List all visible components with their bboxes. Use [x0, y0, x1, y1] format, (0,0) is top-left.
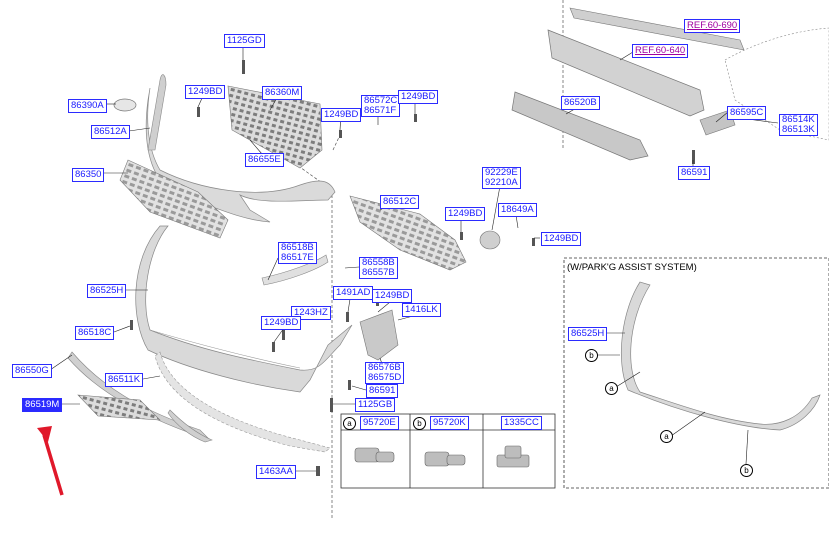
pointer-arrow-icon	[37, 426, 64, 496]
part-label-86518B-86517E[interactable]: 86518B 86517E	[278, 242, 317, 264]
part-code-86513K: 86513K	[782, 124, 815, 135]
part-label-86595C[interactable]: 86595C	[727, 106, 767, 120]
ref-label-60-690[interactable]: REF.60-690	[684, 19, 741, 33]
part-code-86514K: 86514K	[782, 114, 815, 125]
part-label-86525H[interactable]: 86525H	[87, 284, 127, 298]
part-code-86571F: 86571F	[364, 105, 397, 116]
park-assist-title: (W/PARK'G ASSIST SYSTEM)	[567, 262, 697, 273]
part-label-86518C[interactable]: 86518C	[75, 326, 115, 340]
legend-key-a: a	[343, 417, 356, 430]
part-label-18649A[interactable]: 18649A	[498, 203, 537, 217]
part-code-92229E: 92229E	[485, 167, 518, 178]
part-label-86550G[interactable]: 86550G	[12, 364, 52, 378]
part-label-86591[interactable]: 86591	[366, 384, 399, 398]
part-code-86557B: 86557B	[362, 267, 395, 278]
part-label-86360M[interactable]: 86360M	[262, 86, 303, 100]
part-code-86572C: 86572C	[364, 95, 398, 106]
part-label-86591[interactable]: 86591	[678, 166, 711, 180]
part-label-1491AD[interactable]: 1491AD	[333, 286, 374, 300]
part-label-86655E[interactable]: 86655E	[245, 153, 284, 167]
part-label-86514K-86513K[interactable]: 86514K 86513K	[779, 114, 818, 136]
legend-part-95720K[interactable]: 95720K	[430, 416, 469, 430]
part-label-86576B-86575D[interactable]: 86576B 86575D	[365, 362, 405, 384]
legend-part-95720E[interactable]: 95720E	[360, 416, 399, 430]
part-code-86576B: 86576B	[368, 362, 401, 373]
part-label-86519M-selected[interactable]: 86519M	[22, 398, 63, 412]
part-label-86520B[interactable]: 86520B	[561, 96, 600, 110]
part-label-1249BD[interactable]: 1249BD	[261, 316, 302, 330]
part-code-86575D: 86575D	[368, 372, 402, 383]
part-label-1249BD[interactable]: 1249BD	[185, 85, 226, 99]
part-label-1125GD[interactable]: 1125GD	[224, 34, 265, 48]
part-label-1249BD[interactable]: 1249BD	[541, 232, 582, 246]
legend-part-1335CC[interactable]: 1335CC	[501, 416, 542, 430]
part-label-86512A[interactable]: 86512A	[91, 125, 130, 139]
part-label-86572C-86571F[interactable]: 86572C 86571F	[361, 95, 401, 117]
part-label-1249BD[interactable]: 1249BD	[372, 289, 413, 303]
part-label-86390A[interactable]: 86390A	[68, 99, 107, 113]
part-label-92229E-92210A[interactable]: 92229E 92210A	[482, 167, 521, 189]
callout-a: a	[660, 430, 673, 443]
callout-b: b	[740, 464, 753, 477]
part-label-1125GB[interactable]: 1125GB	[355, 398, 396, 412]
part-code-86517E: 86517E	[281, 252, 314, 263]
part-label-1249BD[interactable]: 1249BD	[445, 207, 486, 221]
legend-key-b: b	[413, 417, 426, 430]
part-label-1416LK[interactable]: 1416LK	[402, 303, 441, 317]
part-label-86350[interactable]: 86350	[72, 168, 105, 182]
part-label-1463AA[interactable]: 1463AA	[256, 465, 296, 479]
part-label-86511K[interactable]: 86511K	[105, 373, 144, 387]
part-label-86558B-86557B[interactable]: 86558B 86557B	[359, 257, 398, 279]
part-label-1249BD[interactable]: 1249BD	[321, 108, 362, 122]
part-code-86518B: 86518B	[281, 242, 314, 253]
callout-b: b	[585, 349, 598, 362]
part-label-1249BD[interactable]: 1249BD	[398, 90, 439, 104]
part-label-86525H-park-assist[interactable]: 86525H	[568, 327, 608, 341]
part-label-86512C[interactable]: 86512C	[380, 195, 420, 209]
part-code-92210A: 92210A	[485, 177, 518, 188]
callout-a: a	[605, 382, 618, 395]
ref-label-60-640[interactable]: REF.60-640	[632, 44, 689, 58]
part-code-86558B: 86558B	[362, 257, 395, 268]
